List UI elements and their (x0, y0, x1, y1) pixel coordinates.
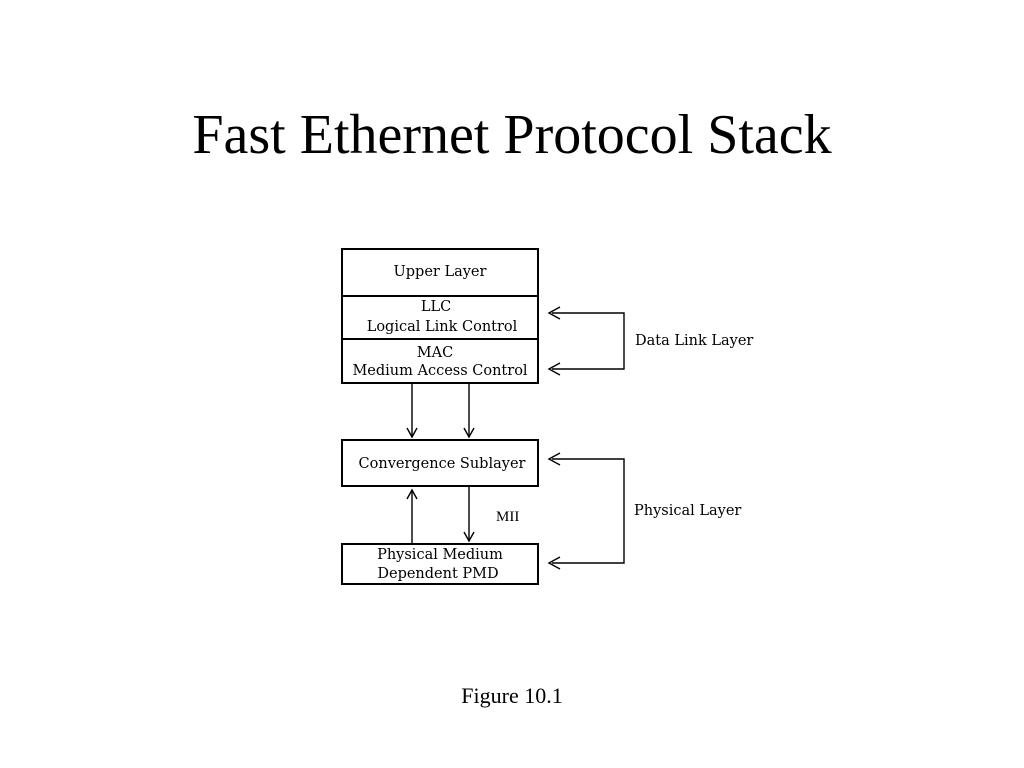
data-link-arrowhead-mac (547, 362, 561, 376)
slide-title: Fast Ethernet Protocol Stack (192, 104, 832, 166)
pmd-frame (341, 543, 539, 585)
pmd-label-line1: Physical Medium (377, 547, 503, 563)
pmd-box: Physical Medium Dependent PMD (341, 543, 539, 585)
llc-full-label: Logical Link Control (367, 319, 518, 335)
data-link-layer-bracket: Data Link Layer (547, 306, 753, 376)
physical-layer-label: Physical Layer (634, 503, 741, 519)
figure-caption: Figure 10.1 (461, 683, 563, 708)
data-link-arrowhead-llc (547, 306, 561, 320)
data-link-bracket-line (552, 312, 625, 370)
convergence-frame (341, 439, 539, 487)
mac-abbr-label: MAC (417, 345, 453, 361)
physical-arrowhead-convergence (547, 452, 561, 466)
llc-abbr-label: LLC (421, 299, 451, 315)
pmd-label-line2: Dependent PMD (377, 566, 498, 582)
physical-bracket-line (552, 458, 625, 564)
convergence-sublayer-box: Convergence Sublayer (341, 439, 539, 487)
upper-layer-label: Upper Layer (394, 264, 487, 280)
data-link-layer-label: Data Link Layer (635, 333, 753, 349)
physical-arrowhead-pmd (547, 556, 561, 570)
mii-label: MII (496, 509, 519, 525)
upper-stack: Upper Layer LLC Logical Link Control MAC… (341, 248, 539, 384)
mac-full-label: Medium Access Control (352, 363, 527, 379)
physical-layer-bracket: Physical Layer (547, 452, 741, 570)
upper-stack-frame (341, 248, 539, 384)
convergence-label: Convergence Sublayer (359, 456, 526, 472)
